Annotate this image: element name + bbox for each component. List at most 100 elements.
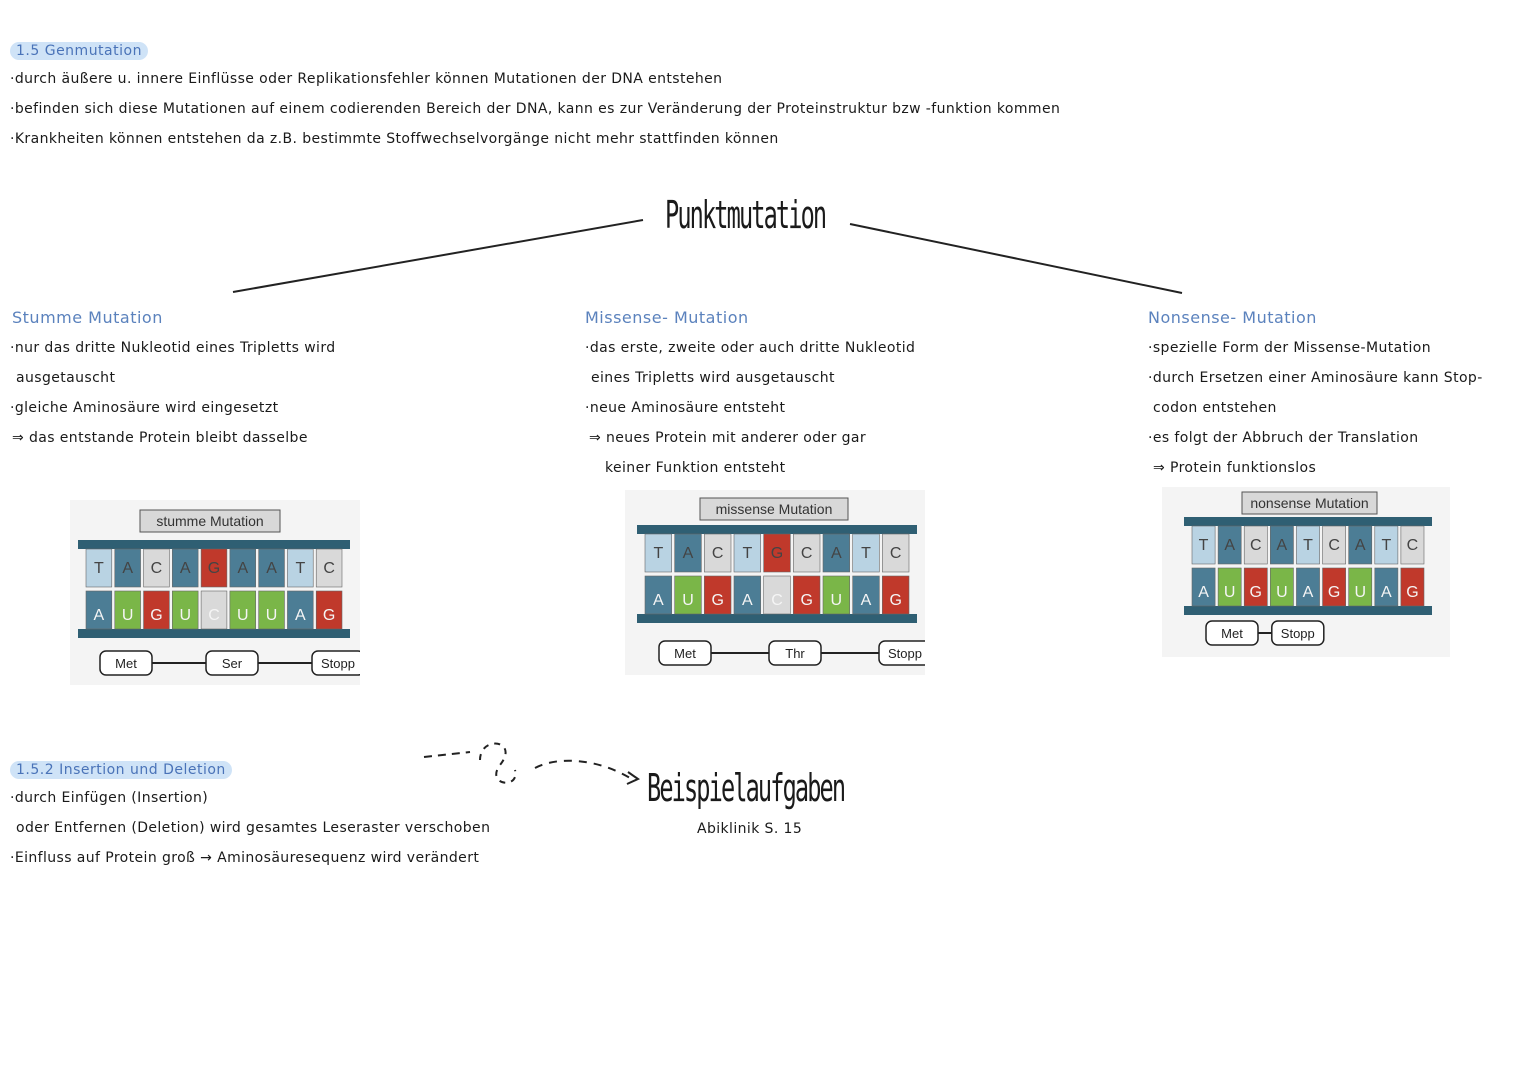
- nucleotide-bottom: U: [1217, 567, 1242, 607]
- col3-line-1: ·spezielle Form der Missense-Mutation: [1148, 340, 1432, 356]
- svg-text:T: T: [94, 560, 104, 577]
- svg-text:G: G: [771, 545, 783, 562]
- svg-text:C: C: [890, 545, 902, 562]
- svg-text:A: A: [1224, 537, 1235, 554]
- nucleotide-bottom: U: [172, 590, 199, 630]
- svg-text:C: C: [801, 545, 813, 562]
- amino-acid: Stopp: [878, 640, 925, 666]
- svg-text:U: U: [1354, 584, 1366, 601]
- col3-line-3: codon entstehen: [1153, 400, 1277, 416]
- svg-text:U: U: [179, 607, 191, 624]
- svg-text:Ser: Ser: [222, 656, 243, 671]
- center-title: Punktmutation: [665, 193, 827, 237]
- svg-text:A: A: [1355, 537, 1366, 554]
- col1-line-3: ·gleiche Aminosäure wird eingesetzt: [10, 400, 279, 416]
- dna-strand-top: [1184, 517, 1432, 526]
- svg-text:A: A: [831, 545, 842, 562]
- sec2-line-1: ·durch Einfügen (Insertion): [10, 790, 209, 806]
- nucleotide-top: A: [1348, 525, 1373, 565]
- svg-text:T: T: [295, 560, 305, 577]
- nucleotide-bottom: U: [1270, 567, 1294, 607]
- dna-strand-top: [637, 525, 917, 534]
- svg-text:nonsense Mutation: nonsense Mutation: [1250, 495, 1368, 511]
- mrna-strand-bottom: [78, 629, 350, 638]
- amino-acid: Thr: [768, 640, 822, 666]
- nucleotide-top: T: [1374, 525, 1399, 565]
- nucleotide-top: A: [258, 548, 285, 588]
- nucleotide-top: C: [1322, 525, 1346, 565]
- nucleotide-bottom: U: [822, 575, 850, 615]
- svg-text:A: A: [1303, 584, 1314, 601]
- nucleotide-top: C: [315, 548, 343, 588]
- nucleotide-bottom: A: [733, 575, 761, 615]
- mrna-strand-bottom: [1184, 606, 1432, 615]
- svg-text:U: U: [831, 592, 843, 609]
- svg-text:A: A: [122, 560, 133, 577]
- svg-text:T: T: [1199, 537, 1209, 554]
- svg-text:A: A: [237, 560, 248, 577]
- examples-reference: Abiklinik S. 15: [697, 821, 803, 837]
- col2-line-3: ·neue Aminosäure entsteht: [585, 400, 786, 416]
- svg-text:A: A: [1277, 537, 1288, 554]
- nucleotide-bottom: G: [1322, 567, 1346, 607]
- col2-line-1: ·das erste, zweite oder auch dritte Nukl…: [585, 340, 916, 356]
- diagram-label: nonsense Mutation: [1241, 491, 1378, 515]
- svg-text:T: T: [861, 545, 871, 562]
- svg-text:Met: Met: [674, 646, 696, 661]
- nucleotide-bottom: A: [287, 590, 314, 630]
- svg-text:U: U: [1224, 584, 1236, 601]
- nucleotide-top: A: [674, 533, 702, 573]
- svg-text:missense Mutation: missense Mutation: [716, 501, 833, 517]
- amino-acid: Met: [99, 650, 153, 676]
- nucleotide-top: C: [793, 533, 821, 573]
- svg-text:G: G: [208, 560, 220, 577]
- amino-acid: Stopp: [311, 650, 360, 676]
- svg-text:Thr: Thr: [785, 646, 805, 661]
- nucleotide-bottom: U: [229, 590, 256, 630]
- column-title-stumme: Stumme Mutation: [12, 308, 163, 327]
- nucleotide-bottom: G: [1243, 567, 1268, 607]
- col1-line-2: ausgetauscht: [16, 370, 116, 386]
- nucleotide-top: G: [763, 533, 791, 573]
- svg-text:C: C: [771, 592, 783, 609]
- svg-text:A: A: [1381, 584, 1392, 601]
- svg-text:C: C: [1328, 537, 1340, 554]
- svg-text:G: G: [711, 592, 723, 609]
- nucleotide-top: C: [1400, 525, 1425, 565]
- svg-text:Stopp: Stopp: [321, 656, 355, 671]
- svg-text:Stopp: Stopp: [1281, 626, 1315, 641]
- svg-text:A: A: [180, 560, 191, 577]
- nucleotide-top: C: [704, 533, 732, 573]
- nucleotide-top: C: [882, 533, 910, 573]
- col3-line-4: ·es folgt der Abbruch der Translation: [1148, 430, 1419, 446]
- svg-text:A: A: [653, 592, 664, 609]
- dna-strand-top: [78, 540, 350, 549]
- svg-text:U: U: [682, 592, 694, 609]
- svg-text:C: C: [208, 607, 220, 624]
- diagram-label: missense Mutation: [699, 497, 849, 521]
- svg-text:Met: Met: [115, 656, 137, 671]
- nucleotide-bottom: U: [1348, 567, 1373, 607]
- column-title-missense: Missense- Mutation: [585, 308, 749, 327]
- svg-text:A: A: [1198, 584, 1209, 601]
- svg-text:C: C: [323, 560, 335, 577]
- header-line-3: ·Krankheiten können entstehen da z.B. be…: [10, 131, 779, 147]
- examples-title: Beispielaufgaben: [647, 766, 846, 810]
- svg-text:Met: Met: [1221, 626, 1243, 641]
- svg-text:stumme Mutation: stumme Mutation: [156, 513, 263, 529]
- amino-acid: Stopp: [1271, 620, 1325, 646]
- sec2-line-3: ·Einfluss auf Protein groß → Aminosäures…: [10, 850, 480, 866]
- nucleotide-bottom: A: [644, 575, 672, 615]
- col2-line-5: keiner Funktion entsteht: [605, 460, 786, 476]
- svg-text:A: A: [295, 607, 306, 624]
- sec2-line-2: oder Entfernen (Deletion) wird gesamtes …: [16, 820, 491, 836]
- svg-text:T: T: [1381, 537, 1391, 554]
- header-line-2: ·befinden sich diese Mutationen auf eine…: [10, 101, 1061, 117]
- nucleotide-bottom: A: [1191, 567, 1216, 607]
- svg-text:C: C: [1407, 537, 1419, 554]
- nucleotide-bottom: U: [114, 590, 141, 630]
- col2-line-4: ⇒ neues Protein mit anderer oder gar: [589, 430, 867, 446]
- svg-text:T: T: [653, 545, 663, 562]
- svg-text:A: A: [861, 592, 872, 609]
